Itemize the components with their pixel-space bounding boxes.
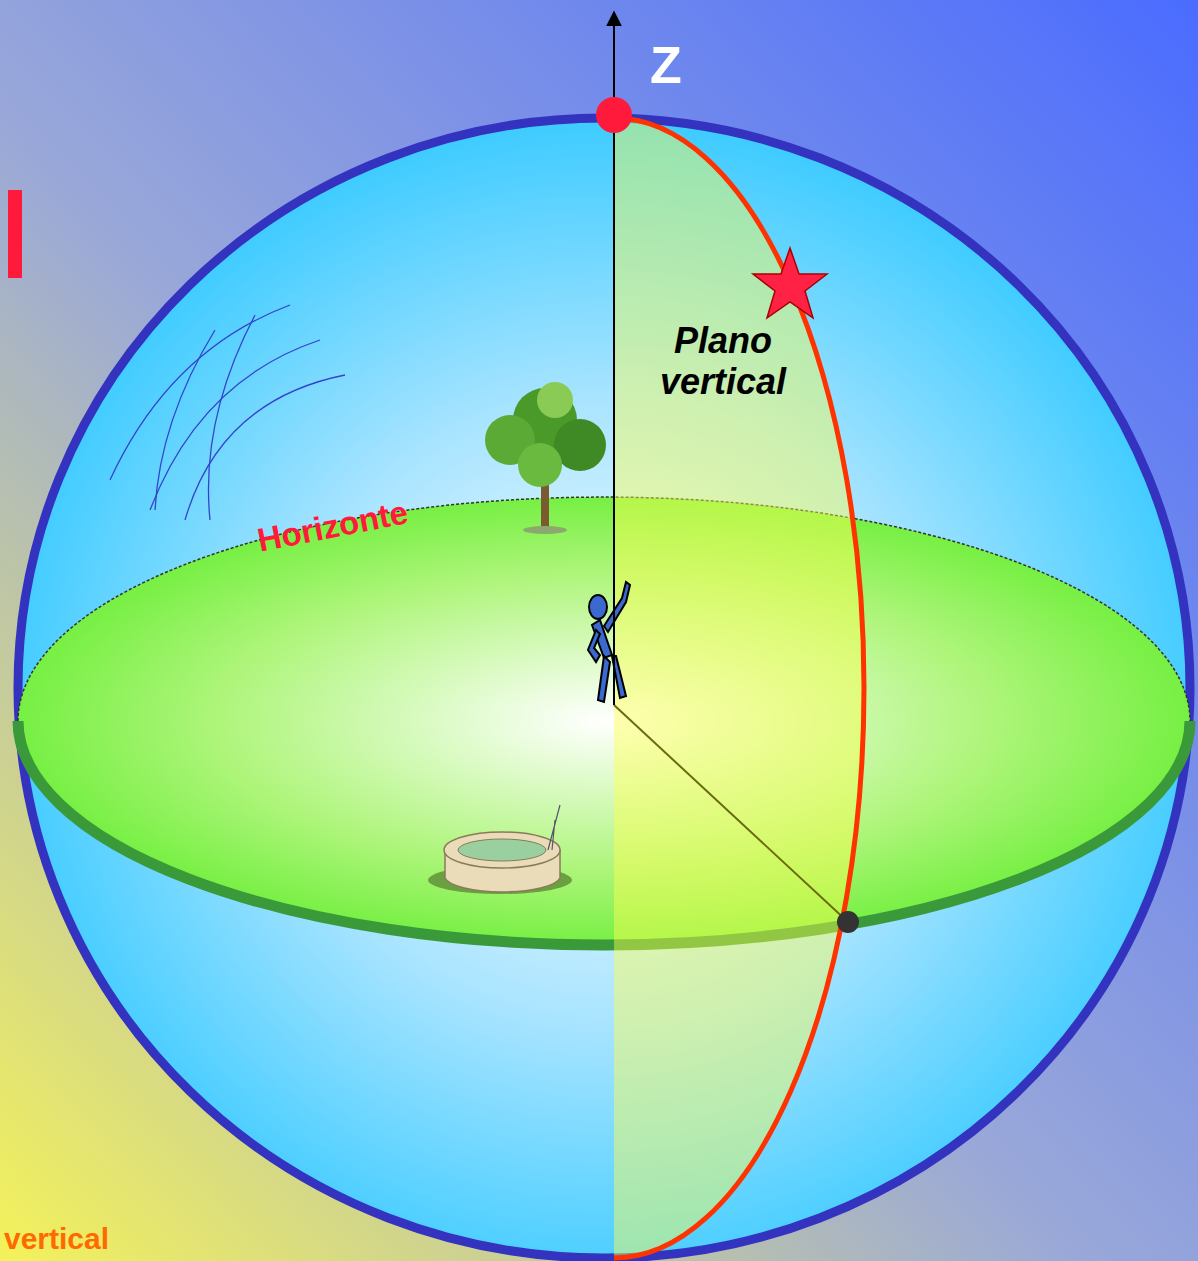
zenith-point xyxy=(596,97,632,133)
sky-grid xyxy=(110,305,345,520)
horizon-plane xyxy=(18,497,1190,945)
vertical-circle xyxy=(614,118,864,1258)
well xyxy=(428,805,572,894)
title-mark xyxy=(8,190,22,278)
horizon-circle xyxy=(18,721,1190,945)
zenith-label: Z xyxy=(650,36,682,96)
tree xyxy=(485,382,606,534)
observer xyxy=(588,582,630,702)
plane-label: Plano vertical xyxy=(628,320,818,403)
star xyxy=(753,248,827,318)
azimuth-line xyxy=(614,705,848,922)
vertical-plane xyxy=(614,118,864,1258)
horizon-point xyxy=(837,911,859,933)
celestial-sphere xyxy=(18,118,1190,1258)
horizon-back xyxy=(18,497,1190,721)
caption-fragment: vertical xyxy=(4,1222,109,1257)
